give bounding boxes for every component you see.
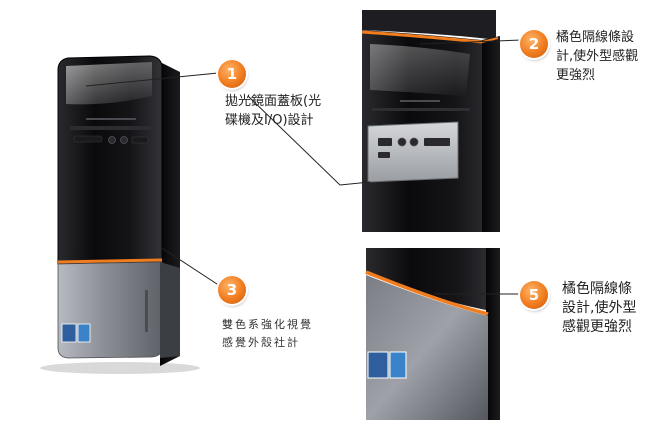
callout-text-5: 橘色隔線條 設計,使外型 感觀更強烈 (562, 280, 636, 337)
windows-sticker-icon (61, 323, 77, 343)
callout-5-line: 感觀更強烈 (562, 319, 632, 335)
callout-1-line: 碟機及I/O)設計 (225, 113, 314, 128)
callout-3-line: 雙色系強化視覺 (222, 318, 313, 331)
leader-lines (85, 39, 523, 295)
callout-badge-5: 5 (520, 281, 548, 309)
callout-5-line: 設計,使外型 (562, 300, 637, 316)
intel-sticker-icon (389, 351, 407, 379)
callout-2-line: 計,使外型感觀 (556, 49, 639, 64)
callout-2-line: 橘色隔線條設 (556, 30, 635, 45)
callout-badge-1: 1 (218, 60, 246, 88)
callout-2-line: 更強烈 (556, 68, 596, 83)
callout-badge-2: 2 (520, 30, 548, 58)
bottom-closeup-view (365, 248, 500, 420)
full-tower-view (40, 55, 200, 374)
callout-text-3: 雙色系強化視覺 感覺外殼社計 (222, 316, 313, 352)
callout-3-line: 感覺外殼社計 (222, 336, 300, 349)
top-closeup-view (361, 10, 500, 232)
intel-sticker-icon (77, 323, 91, 343)
callout-5-line: 橘色隔線條 (562, 281, 632, 297)
callout-badge-3: 3 (218, 276, 246, 304)
callout-text-1: 拋光鏡面蓋板(光 碟機及I/O)設計 (225, 92, 321, 130)
callout-1-line: 拋光鏡面蓋板(光 (225, 94, 322, 109)
callout-text-2: 橘色隔線條設 計,使外型感觀 更強烈 (556, 28, 638, 85)
windows-sticker-icon (367, 351, 389, 379)
